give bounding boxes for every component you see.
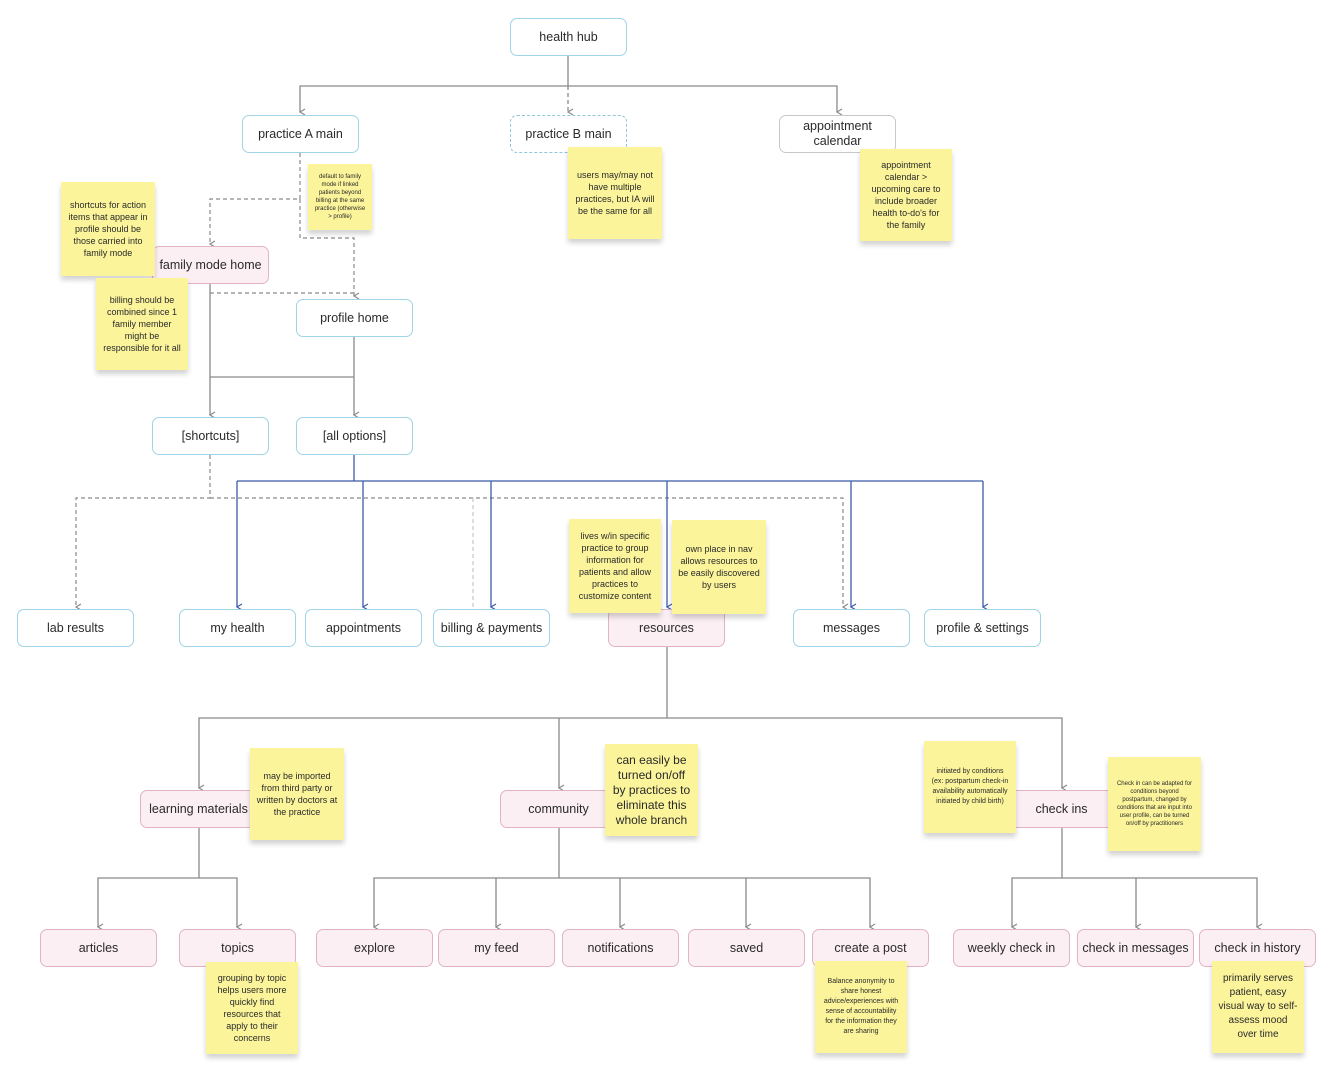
sticky-note-imported: may be imported from third party or writ… [250, 748, 344, 840]
sticky-note-turned-off: can easily be turned on/off by practices… [605, 744, 698, 836]
node-articles[interactable]: articles [40, 929, 157, 967]
sticky-note-own-place: own place in nav allows resources to be … [672, 520, 766, 614]
sticky-note-grouping-topic: grouping by topic helps users more quick… [206, 962, 298, 1054]
node-lab-results[interactable]: lab results [17, 609, 134, 647]
node-appointments[interactable]: appointments [305, 609, 422, 647]
node-community[interactable]: community [500, 790, 617, 828]
node-check-in-messages[interactable]: check in messages [1077, 929, 1194, 967]
node-my-feed[interactable]: my feed [438, 929, 555, 967]
node-profile-home[interactable]: profile home [296, 299, 413, 337]
sticky-note-default-family: default to family mode if linked patient… [308, 164, 372, 230]
sticky-note-billing: billing should be combined since 1 famil… [96, 278, 188, 370]
sticky-note-calendar-upcoming: appointment calendar > upcoming care to … [860, 149, 952, 241]
node-my-health[interactable]: my health [179, 609, 296, 647]
node-weekly-check-in[interactable]: weekly check in [953, 929, 1070, 967]
sticky-note-initiated-by: initiated by conditions (ex: postpartum … [924, 741, 1016, 833]
sticky-note-balance-anonymity: Balance anonymity to share honest advice… [815, 961, 907, 1053]
node-notifications[interactable]: notifications [562, 929, 679, 967]
node-check-ins[interactable]: check ins [1003, 790, 1120, 828]
node-shortcuts[interactable]: [shortcuts] [152, 417, 269, 455]
node-practice-a-main[interactable]: practice A main [242, 115, 359, 153]
node-all-options[interactable]: [all options] [296, 417, 413, 455]
node-resources[interactable]: resources [608, 609, 725, 647]
node-health-hub[interactable]: health hub [510, 18, 627, 56]
node-billing-payments[interactable]: billing & payments [433, 609, 550, 647]
node-learning-materials[interactable]: learning materials [140, 790, 257, 828]
node-check-in-history[interactable]: check in history [1199, 929, 1316, 967]
sticky-note-lives-within: lives w/in specific practice to group in… [569, 519, 661, 613]
node-topics[interactable]: topics [179, 929, 296, 967]
node-practice-b-main[interactable]: practice B main [510, 115, 627, 153]
sticky-note-check-in-adapted: Check in can be adapted for conditions b… [1108, 757, 1201, 851]
node-profile-settings[interactable]: profile & settings [924, 609, 1041, 647]
sticky-note-multiple-practices: users may/may not have multiple practice… [568, 147, 662, 239]
sticky-note-primarily-serves: primarily serves patient, easy visual wa… [1212, 961, 1304, 1053]
sticky-note-shortcuts: shortcuts for action items that appear i… [61, 182, 155, 276]
node-saved[interactable]: saved [688, 929, 805, 967]
node-appointment-calendar[interactable]: appointment calendar [779, 115, 896, 153]
node-explore[interactable]: explore [316, 929, 433, 967]
node-messages[interactable]: messages [793, 609, 910, 647]
